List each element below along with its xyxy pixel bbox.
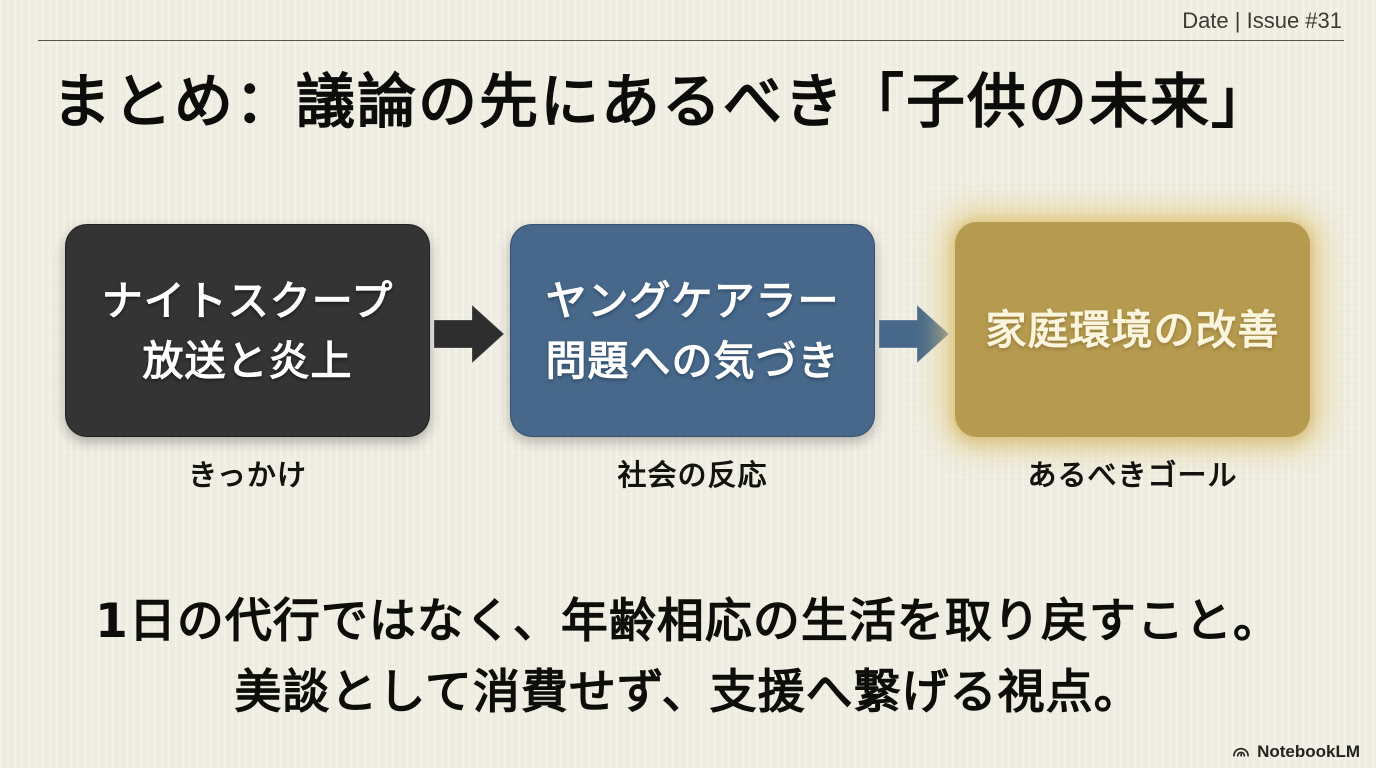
flow-step-caption-trigger: きっかけ <box>188 458 307 492</box>
flow-step-text-line2: 放送と炎上 <box>142 336 353 385</box>
flow-step-caption-goal: あるべきゴール <box>1027 458 1238 492</box>
page-title: まとめ：議論の先にあるべき「子供の未来」 <box>52 67 1273 136</box>
issue-meta: Date | Issue #31 <box>1182 8 1342 33</box>
summary-text: 1日の代行ではなく、年齢相応の生活を取り戻すこと。 美談として消費せず、支援へ繋… <box>0 586 1376 728</box>
summary-line-1: 1日の代行ではなく、年齢相応の生活を取り戻すこと。 <box>95 594 1281 649</box>
header-divider <box>38 40 1344 41</box>
flow-step-trigger: ナイトスクープ 放送と炎上 <box>65 224 430 437</box>
notebooklm-logo-icon <box>1233 747 1249 757</box>
notebooklm-brand: NotebookLM <box>1231 742 1360 762</box>
arrow-right-icon <box>879 303 949 365</box>
notebooklm-brand-label: NotebookLM <box>1257 742 1360 761</box>
flow-step-text-line2: 問題への気づき <box>545 336 840 385</box>
flow-step-text-line1: 家庭環境の改善 <box>985 305 1280 354</box>
flow-step-caption-reaction: 社会の反応 <box>617 458 768 492</box>
flow-step-text-line1: ヤングケアラー <box>545 276 840 325</box>
summary-line-2: 美談として消費せず、支援へ繋げる視点。 <box>234 665 1142 720</box>
flow-step-text-line1: ナイトスクープ <box>101 276 394 325</box>
arrow-right-icon <box>434 303 504 365</box>
flow-step-reaction: ヤングケアラー 問題への気づき <box>510 224 875 437</box>
flow-step-goal: 家庭環境の改善 <box>955 222 1310 437</box>
